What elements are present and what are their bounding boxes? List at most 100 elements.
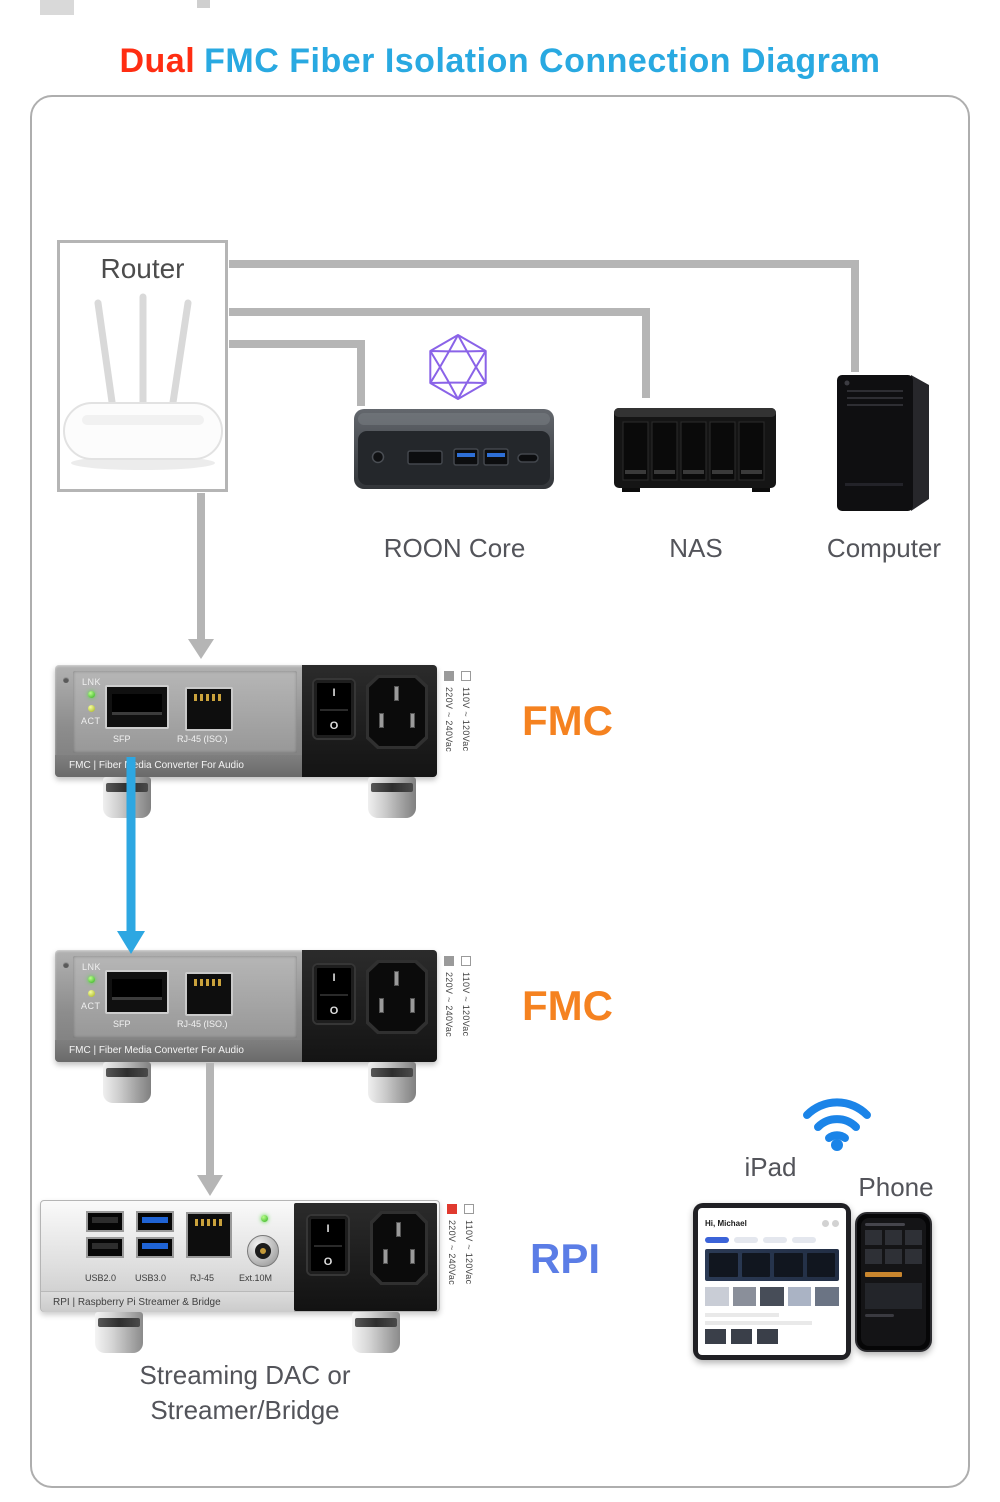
computer-label: Computer [826,533,942,563]
rj45-label: RJ-45 [190,1273,215,1283]
voltage-110-label: 110V ~ 120Vac [461,687,471,752]
voltage-110-label: 110V ~ 120Vac [464,1220,474,1285]
screw [63,677,69,683]
sfp-port [105,970,169,1014]
ipad-hero-banner [705,1249,839,1281]
phone-device [855,1212,932,1352]
voltage-markings: 220V ~ 240Vac 110V ~ 120Vac [443,954,477,1068]
voltage-110-label: 110V ~ 120Vac [461,972,471,1037]
top-edge-artifact [197,0,210,8]
album-thumbnail [865,1249,882,1264]
lnk-led [88,976,95,983]
nas-image [614,408,776,492]
album-thumbnail [885,1249,902,1264]
album-thumbnail [760,1287,784,1306]
fmc-chassis: LNK ACT SFP RJ-45 (ISO.) FMC | Fiber Med… [55,665,437,777]
ipad-screen: Hi, Michael [698,1208,846,1355]
wifi-icon [803,1098,871,1151]
device-foot [352,1312,400,1353]
dac-caption-line2: Streamer/Bridge [150,1395,340,1425]
power-switch: I O [308,1216,348,1274]
rj45-port [186,1212,232,1258]
album-thumbnail [741,1253,770,1277]
avatar [822,1220,829,1227]
album-thumbnail [774,1253,803,1277]
title-rest: FMC Fiber Isolation Connection Diagram [204,42,881,80]
status-led [261,1215,268,1222]
usb2-port [86,1211,124,1232]
fmc-chassis: LNK ACT SFP RJ-45 (ISO.) FMC | Fiber Med… [55,950,437,1062]
album-thumbnail [732,1287,757,1306]
voltage-markings: 220V ~ 240Vac 110V ~ 120Vac [443,669,477,783]
power-section: I O [302,950,437,1062]
album-thumbnail [705,1329,726,1344]
phone-thumbnail-row [865,1249,922,1264]
dac-caption-line1: Streaming DAC or [139,1360,351,1390]
iec-power-inlet [366,675,428,749]
iec-pin [410,713,415,728]
album-thumbnail [757,1329,778,1344]
iec-pin [410,998,415,1013]
phone-label: Phone [858,1172,934,1202]
usb3-label: USB3.0 [135,1273,167,1283]
fmc1-label: FMC [522,697,613,744]
text-line [865,1314,894,1317]
album-thumbnail [815,1287,839,1306]
nav-chip [763,1237,787,1243]
text-line [865,1223,905,1226]
rj45-port [185,687,233,731]
voltage-checkbox-filled [447,1204,457,1214]
album-thumbnail [705,1287,729,1306]
rj45-port [185,972,233,1016]
top-edge-artifact [40,0,74,15]
device-foot [368,777,416,818]
nav-chip [705,1237,729,1243]
album-thumbnail [865,1230,882,1245]
rpi-device: USB2.0 USB3.0 RJ-45 Ext.10M RPI | Raspbe… [40,1200,490,1360]
sfp-port [105,685,169,729]
iec-pin [379,998,384,1013]
voltage-220-label: 220V ~ 240Vac [447,1220,457,1286]
ext-clock-connector [247,1235,279,1267]
roon-core-label: ROON Core [383,533,526,563]
lnk-led [88,691,95,698]
text-line [705,1321,813,1325]
device-foot [103,1062,151,1103]
ipad-label: iPad [744,1152,797,1182]
sfp-port-label: SFP [113,1019,131,1029]
nav-chip [734,1237,758,1243]
switch-on-mark: I [332,687,336,699]
act-led [88,705,95,712]
router-label: Router [100,253,185,284]
switch-off-mark: O [323,1256,333,1268]
rj45-port-label: RJ-45 (ISO.) [177,734,228,744]
device-foot [368,1062,416,1103]
act-label: ACT [81,716,101,726]
text-line [705,1313,779,1317]
fmc-device-1: LNK ACT SFP RJ-45 (ISO.) FMC | Fiber Med… [55,665,483,825]
usb2-label: USB2.0 [85,1273,117,1283]
album-thumbnail [905,1230,922,1245]
album-thumbnail [885,1230,902,1245]
rpi-chassis: USB2.0 USB3.0 RJ-45 Ext.10M RPI | Raspbe… [40,1200,440,1312]
usb2-port [86,1237,124,1258]
iec-pin [394,686,399,701]
ipad-screen-header: Hi, Michael [705,1214,839,1232]
album-thumbnail [905,1249,922,1264]
fmc-model-strip: FMC | Fiber Media Converter For Audio [55,755,302,777]
voltage-checkbox-empty [461,671,471,681]
album-thumbnail [787,1287,812,1306]
usb3-port [136,1211,174,1232]
power-switch: I O [314,680,354,738]
nav-chip [792,1237,816,1243]
diagram-frame [30,95,970,1488]
rpi-model-strip: RPI | Raspberry Pi Streamer & Bridge [41,1291,294,1312]
iec-pin [396,1222,401,1237]
voltage-checkbox-empty [461,956,471,966]
voltage-checkbox-filled [444,956,454,966]
usb3-port [136,1237,174,1258]
rj45-port-label: RJ-45 (ISO.) [177,1019,228,1029]
power-section: I O [294,1203,437,1311]
